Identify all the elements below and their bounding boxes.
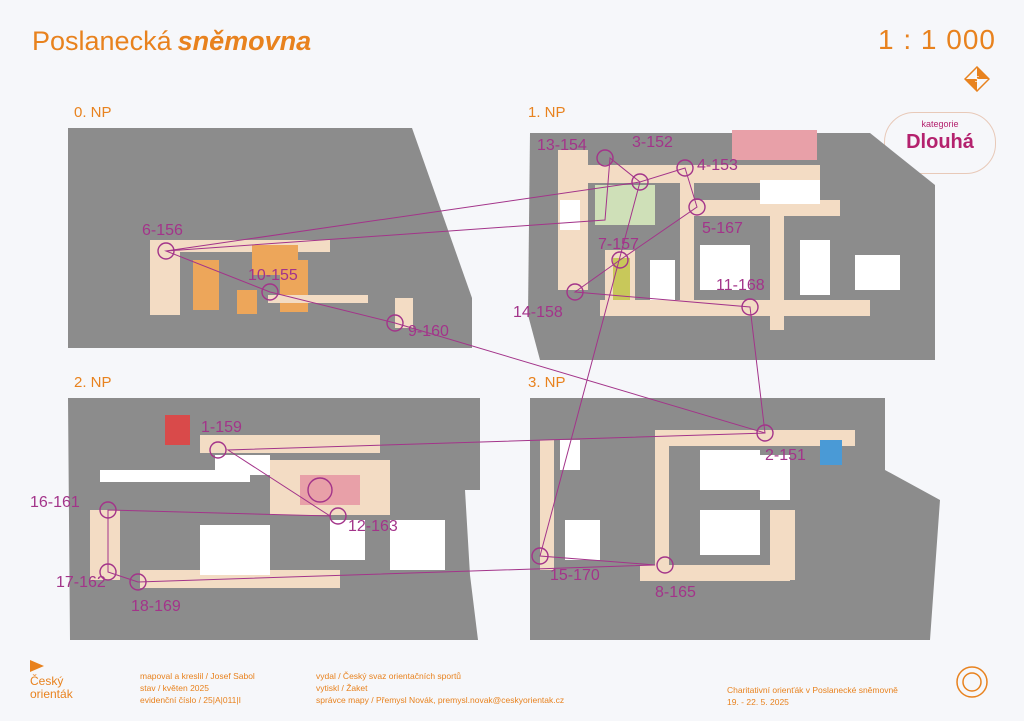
control-label-14-158: 14-158 <box>513 304 563 321</box>
control-circles <box>99 149 774 591</box>
north-arrow-icon: S <box>964 66 990 92</box>
footer-col2-line3: správce mapy / Přemysl Novák, premysl.no… <box>316 695 565 705</box>
control-label-8-165: 8-165 <box>655 584 696 601</box>
control-label-10-155: 10-155 <box>248 267 298 284</box>
control-label-2-151: 2-151 <box>765 447 806 464</box>
floor-label-1: 1. NP <box>528 104 566 121</box>
rings-logo-icon <box>956 666 988 698</box>
category-value: Dlouhá <box>906 131 974 153</box>
footer-publisher: vydal / Český svaz orientačních sportů v… <box>316 670 564 706</box>
course-legs <box>107 157 766 583</box>
control-label-17-162: 17-162 <box>56 574 106 591</box>
logo-line2: orienták <box>30 687 73 701</box>
control-label-12-163: 12-163 <box>348 518 398 535</box>
control-label-5-167: 5-167 <box>702 220 743 237</box>
logo-line1: Český <box>30 674 64 688</box>
control-label-18-169: 18-169 <box>131 598 181 615</box>
title-main: Poslanecká <box>32 26 172 56</box>
control-label-7-157: 7-157 <box>598 236 639 253</box>
control-label-4-153: 4-153 <box>697 157 738 174</box>
control-label-9-160: 9-160 <box>408 323 449 340</box>
floor-label-2: 2. NP <box>74 374 112 391</box>
control-label-3-152: 3-152 <box>632 134 673 151</box>
floor-plan-0 <box>68 128 472 348</box>
control-label-1-159: 1-159 <box>201 419 242 436</box>
floor-plan-1 <box>528 130 935 360</box>
floor-plan-3 <box>530 398 940 640</box>
footer-col1-line1: mapoval a kreslil / Josef Sabol <box>140 671 255 681</box>
footer-col2-line1: vydal / Český svaz orientačních sportů <box>316 671 462 681</box>
footer-col1-line2: stav / květen 2025 <box>140 683 209 693</box>
footer-author: mapoval a kreslil / Josef Sabol stav / k… <box>140 670 255 706</box>
category-label: kategorie <box>921 119 959 129</box>
floor-label-0: 0. NP <box>74 104 112 121</box>
footer-col2-line2: vytiskl / Žaket <box>316 683 368 693</box>
flag-icon <box>30 660 44 672</box>
floor-plan-2 <box>68 398 480 640</box>
footer-col3-line2: 19. - 22. 5. 2025 <box>727 697 789 707</box>
title-italic: sněmovna <box>177 26 312 56</box>
control-label-13-154: 13-154 <box>537 137 587 154</box>
footer-col1-line3: evidenční číslo / 25|A|011|I <box>140 695 241 705</box>
control-label-11-168: 11-168 <box>716 277 765 294</box>
map-scale: 1 : 1 000 <box>878 24 996 55</box>
control-label-15-170: 15-170 <box>550 567 600 584</box>
footer-event: Charitativní orienťák v Poslanecké sněmo… <box>727 684 898 708</box>
footer-col3-line1: Charitativní orienťák v Poslanecké sněmo… <box>727 685 898 695</box>
category-badge: kategorie Dlouhá <box>884 112 996 174</box>
cesky-orientak-logo: Český orienták <box>30 660 73 701</box>
svg-text:S: S <box>974 75 979 84</box>
control-label-16-161: 16-161 <box>30 494 80 511</box>
control-label-6-156: 6-156 <box>142 222 183 239</box>
floor-label-3: 3. NP <box>528 374 566 391</box>
